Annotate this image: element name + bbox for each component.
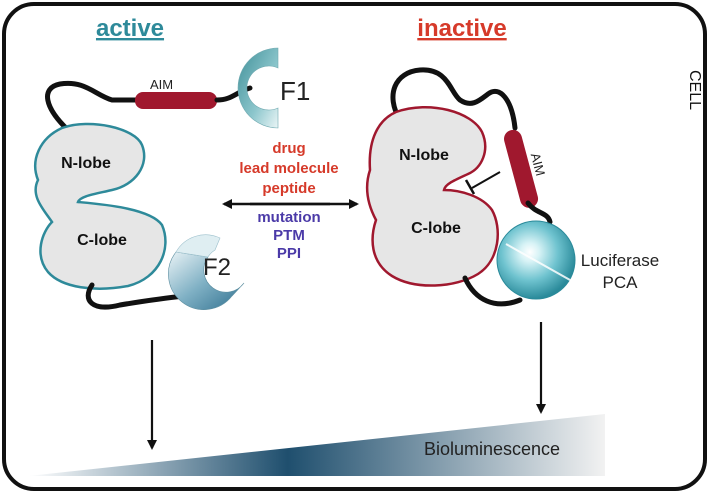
active-kinase-body	[34, 122, 167, 290]
inactive-kinase-body	[365, 105, 499, 287]
inactive-linker-bottom	[462, 275, 523, 307]
bioluminescence-label: Bioluminescence	[424, 439, 560, 459]
inhibition-line	[471, 171, 501, 189]
active-aim-bar	[135, 92, 217, 109]
active-linker-bottom	[85, 282, 188, 310]
modulator-mutation: mutation	[257, 209, 320, 226]
active-linker-top	[45, 80, 141, 133]
f2-fragment-top	[175, 234, 221, 258]
active-construct: AIM F1 N-lobe C-lobe F2	[34, 47, 310, 310]
active-aim-label: AIM	[150, 77, 173, 92]
f1-label: F1	[280, 76, 310, 106]
f1-fragment	[237, 47, 279, 129]
inactive-aim-bar	[504, 129, 539, 208]
cell-label: CELL	[686, 70, 703, 110]
inactive-aim-label: AIM	[528, 151, 548, 177]
inactive-title: inactive	[417, 15, 506, 42]
inactive-linker-aim-luc	[525, 200, 553, 225]
modulator-lead-molecule: lead molecule	[239, 160, 338, 177]
inactive-construct: N-lobe C-lobe AIM Luciferase PCA	[365, 67, 659, 307]
active-n-lobe-label: N-lobe	[61, 155, 111, 172]
luciferase-label-line1: Luciferase	[581, 251, 659, 270]
modulator-ptm: PTM	[273, 227, 305, 244]
active-c-lobe-label: C-lobe	[77, 232, 127, 249]
bioluminescence-wedge	[28, 414, 605, 476]
inhibition-bar	[464, 179, 476, 195]
inactive-n-lobe-label: N-lobe	[399, 147, 449, 164]
inactive-c-lobe-label: C-lobe	[411, 220, 461, 237]
f2-label: F2	[203, 254, 231, 281]
luciferase-label-line2: PCA	[603, 273, 639, 292]
luciferase-seam	[505, 243, 571, 281]
modulator-list: drug lead molecule peptide mutation PTM …	[222, 140, 359, 262]
modulator-drug: drug	[272, 140, 305, 157]
f2-fragment	[168, 251, 245, 310]
modulator-ppi: PPI	[277, 245, 301, 262]
active-title: active	[96, 15, 164, 42]
inactive-linker-top	[390, 67, 518, 131]
modulator-peptide: peptide	[262, 180, 315, 197]
